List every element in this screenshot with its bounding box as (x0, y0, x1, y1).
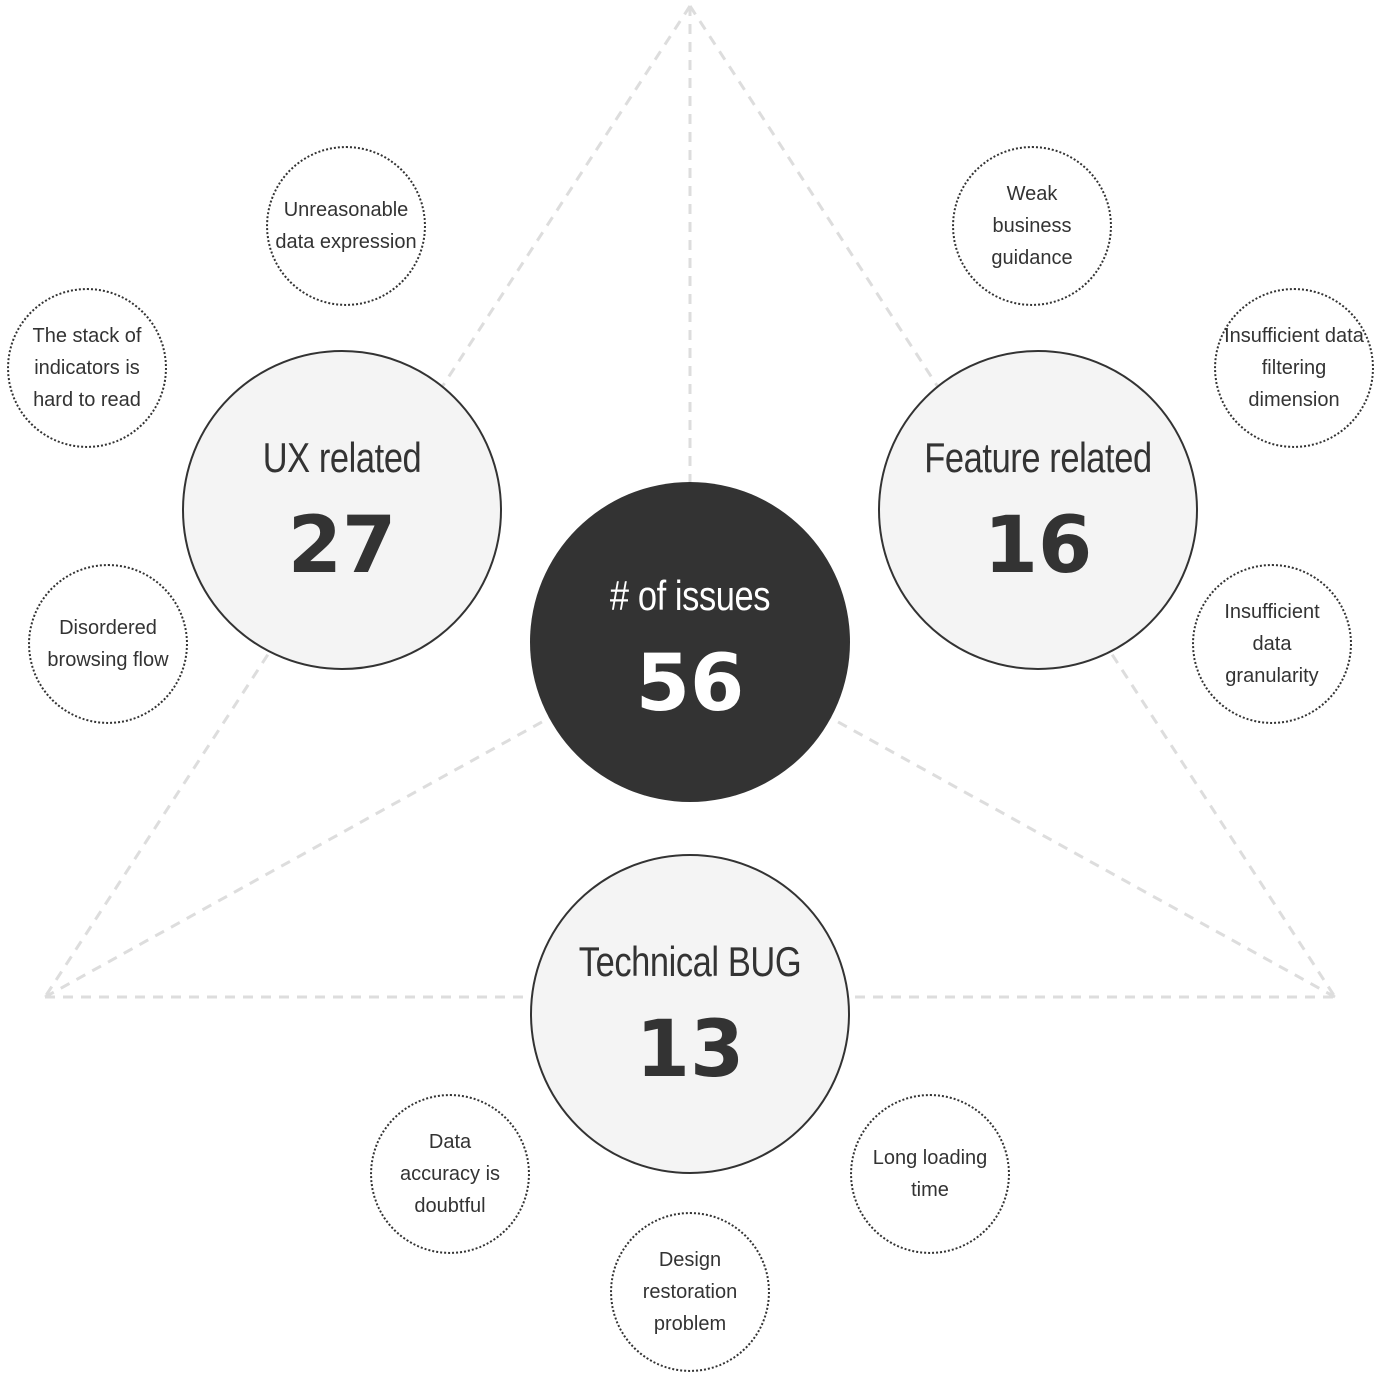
ux-issue-label: Unreasonable data expression (275, 199, 417, 253)
ux-related-count: 27 (287, 501, 397, 591)
technical-bug-title: Technical BUG (578, 938, 802, 985)
ux-related-node: UX related 27 (182, 350, 502, 670)
feature-issue-label: Insufficient data filtering dimension (1224, 325, 1364, 411)
bug-issue-label: Data accuracy is doubtful (399, 1131, 501, 1217)
ux-issue-node: Unreasonable data expression (266, 146, 426, 306)
feature-issue-label: Weak business guidance (991, 183, 1073, 269)
total-issues-node: # of issues 56 (530, 482, 850, 802)
feature-issue-node: Insufficient data filtering dimension (1214, 288, 1374, 448)
bug-issue-label: Design restoration problem (642, 1249, 738, 1335)
ux-issue-node: Disordered browsing flow (28, 564, 188, 724)
bug-issue-node: Long loading time (850, 1094, 1010, 1254)
ux-issue-node: The stack of indicators is hard to read (7, 288, 167, 448)
bug-issue-label: Long loading time (872, 1147, 988, 1201)
feature-related-title: Feature related (924, 434, 1152, 481)
feature-related-node: Feature related 16 (878, 350, 1198, 670)
ux-related-title: UX related (262, 434, 422, 481)
feature-issue-node: Weak business guidance (952, 146, 1112, 306)
bug-issue-node: Design restoration problem (610, 1212, 770, 1372)
ux-issue-label: Disordered browsing flow (47, 617, 169, 671)
feature-issue-label: Insufficient data granularity (1224, 601, 1320, 687)
technical-bug-count: 13 (635, 1005, 745, 1095)
feature-related-count: 16 (983, 501, 1093, 591)
feature-issue-node: Insufficient data granularity (1192, 564, 1352, 724)
ux-issue-label: The stack of indicators is hard to read (32, 325, 142, 411)
total-issues-count: 56 (635, 639, 745, 729)
total-issues-title: # of issues (609, 572, 771, 619)
bug-issue-node: Data accuracy is doubtful (370, 1094, 530, 1254)
technical-bug-node: Technical BUG 13 (530, 854, 850, 1174)
